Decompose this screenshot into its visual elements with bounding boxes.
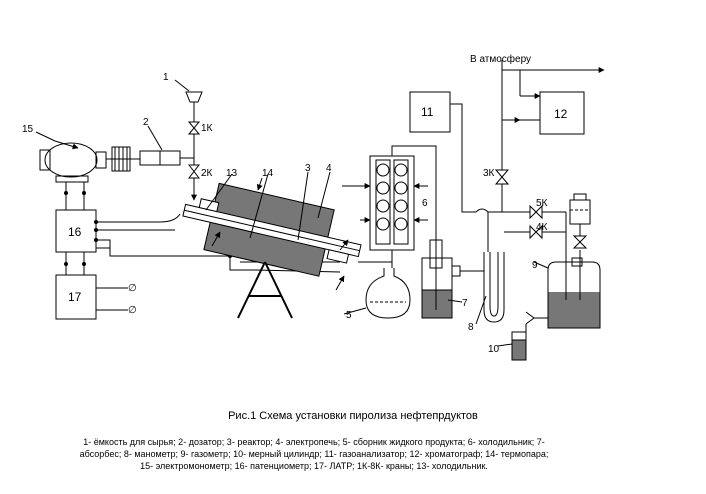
svg-text:13: 13 [226, 168, 238, 179]
valve-4k [529, 224, 543, 240]
gas-lines [450, 60, 605, 262]
condenser-6 [342, 145, 437, 268]
svg-text:15: 15 [22, 124, 34, 135]
atmosphere-label: В атмосферу [470, 53, 531, 65]
svg-text:4К: 4К [536, 222, 548, 233]
gasometer-9 [525, 250, 601, 329]
figure-legend: 1- ёмкость для сырья; 2- дозатор; 3- реа… [34, 436, 594, 472]
svg-text:12: 12 [554, 107, 568, 121]
svg-text:8: 8 [468, 322, 474, 333]
absorber-7 [421, 239, 484, 319]
svg-text:6: 6 [422, 198, 428, 209]
svg-text:1: 1 [163, 72, 169, 83]
svg-text:3К: 3К [483, 168, 495, 179]
svg-text:9: 9 [532, 260, 538, 271]
svg-text:∅: ∅ [128, 283, 137, 294]
coupling [106, 146, 140, 172]
labels: В атмосферу 1 2 3 4 5 6 7 8 9 10 11 12 1… [22, 53, 568, 355]
svg-text:1К: 1К [201, 123, 213, 134]
electromanometer-15 [35, 131, 107, 183]
legend-line: 1- ёмкость для сырья; 2- дозатор; 3- реа… [83, 437, 545, 447]
valve-2k [187, 164, 201, 179]
leaders [205, 171, 331, 241]
svg-text:11: 11 [421, 105, 434, 119]
latr-17 [55, 274, 97, 320]
svg-text:5: 5 [346, 310, 352, 321]
reactor-assembly [182, 182, 362, 277]
legend-line: абсорбес; 8- манометр; 9- газометр; 10- … [79, 449, 549, 459]
svg-text:3: 3 [305, 163, 311, 174]
svg-text:4: 4 [326, 163, 332, 174]
svg-text:5К: 5К [536, 198, 548, 209]
svg-text:2: 2 [143, 117, 149, 128]
valve-3k [494, 169, 510, 185]
svg-text:14: 14 [262, 168, 274, 179]
collector-5 [343, 268, 411, 319]
svg-text:2К: 2К [201, 168, 213, 179]
figure-caption: Рис.1 Схема установки пиролиза нефтепрду… [228, 410, 478, 422]
reactor-stand [237, 261, 293, 319]
svg-text:10: 10 [488, 344, 500, 355]
manometer-8 [475, 252, 505, 325]
svg-text:17: 17 [68, 290, 82, 304]
funnel [569, 193, 591, 249]
legend-line: 15- электромонометр; 16- патенциометр; 1… [140, 461, 488, 471]
chromatograph-12 [539, 91, 585, 135]
svg-text:7: 7 [462, 298, 468, 309]
valve-1k [187, 121, 201, 135]
measuring-cylinder-10 [497, 324, 527, 361]
gas-analyzer-11 [409, 91, 451, 133]
svg-text:16: 16 [68, 225, 82, 239]
reactor-arrows [211, 177, 349, 291]
doser-2 [139, 125, 194, 166]
svg-text:∅: ∅ [128, 305, 137, 316]
feed-line [174, 79, 203, 201]
valve-5k [529, 204, 543, 220]
